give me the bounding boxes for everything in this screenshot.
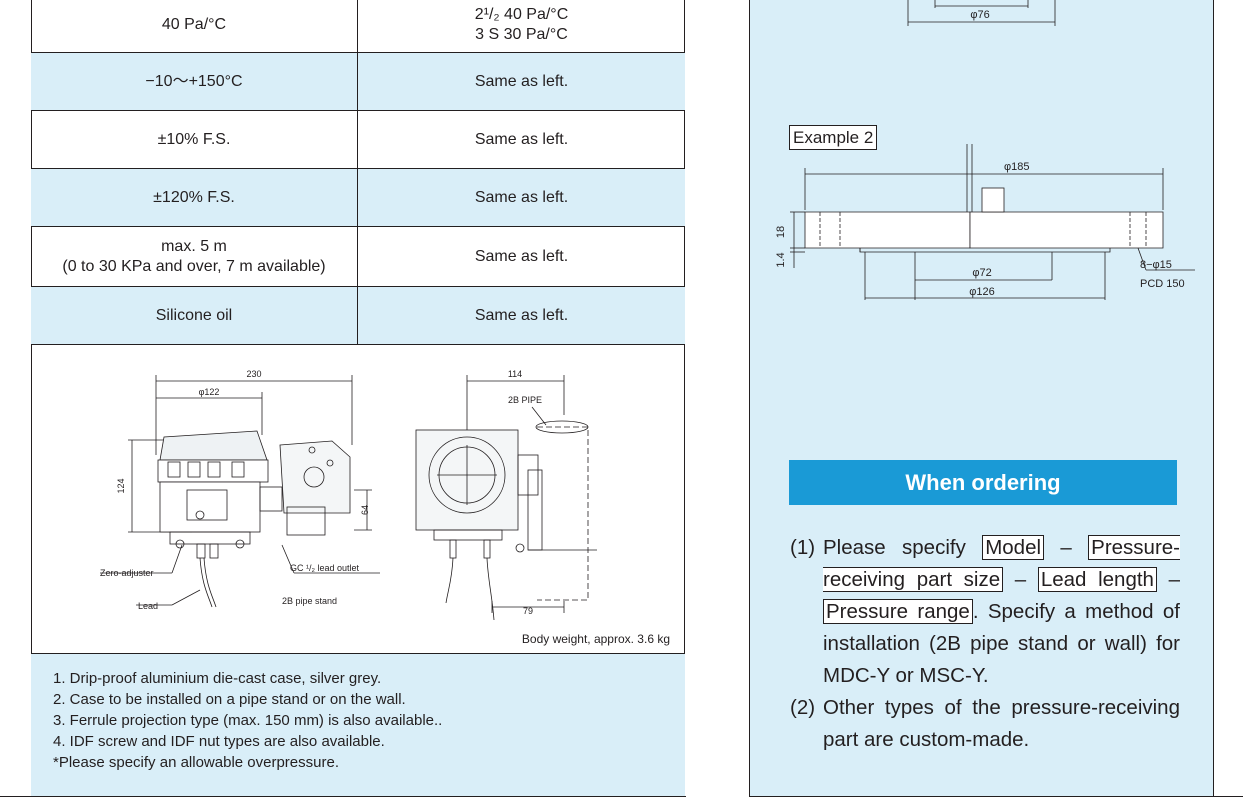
table-cell: −10～+150°C xyxy=(31,53,358,110)
dim-79: 79 xyxy=(523,606,533,616)
body-weight: Body weight, approx. 3.6 kg xyxy=(522,632,670,646)
example1-drawing: φ76 xyxy=(907,0,1056,26)
pcd-spec: PCD 150 xyxy=(1140,278,1185,290)
cell-line: 3 S 30 Pa/°C xyxy=(475,26,568,43)
dim-64: 64 xyxy=(360,505,370,515)
dimension-drawing: 230 φ122 124 64 114 2B PIPE 79 Zero-adju… xyxy=(100,369,670,646)
table-cell: Same as left. xyxy=(474,130,569,148)
table-cell: Same as left. xyxy=(474,247,569,265)
dim-18: 18 xyxy=(775,226,787,238)
dim-230: 230 xyxy=(246,369,261,379)
note-item: 3. Ferrule projection type (max. 150 mm)… xyxy=(53,712,443,729)
ordering-instructions: (1) Please specify Model – Pressure-rece… xyxy=(790,532,1181,756)
lead-length-box: Lead length xyxy=(1037,567,1157,592)
pressure-range-box: Pressure range xyxy=(823,599,973,624)
dim-114: 114 xyxy=(508,369,522,379)
table-row: Silicone oil Same as left. xyxy=(31,286,685,344)
table-cell: 2¹/₂ 40 Pa/°C 3 S 30 Pa/°C xyxy=(358,0,685,52)
dim-122: φ122 xyxy=(199,387,220,397)
item-text: Other types of the pressure-receiving pa… xyxy=(823,696,1180,751)
label-zero-adjuster: Zero-adjuster xyxy=(100,568,154,578)
label-pipe-stand: 2B pipe stand xyxy=(282,596,337,606)
item-number: (2) xyxy=(790,696,816,719)
item-number: (1) xyxy=(790,536,816,559)
table-cell: ±120% F.S. xyxy=(31,169,358,226)
table-row: −10～+150°C Same as left. xyxy=(31,52,685,110)
cell-line: 2¹/₂ 40 Pa/°C xyxy=(474,6,569,23)
item-body: Please specify Model – Pressure-receivin… xyxy=(823,535,1181,687)
divider xyxy=(0,796,686,797)
model-box: Model xyxy=(982,535,1045,560)
label-2b-pipe: 2B PIPE xyxy=(508,395,542,405)
note-item: *Please specify an allowable overpressur… xyxy=(53,754,339,771)
ordering-header: When ordering xyxy=(789,460,1177,505)
dim-72: φ72 xyxy=(972,267,991,279)
table-row: 40 Pa/°C 2¹/₂ 40 Pa/°C 3 S 30 Pa/°C xyxy=(31,0,685,52)
dim-126: φ126 xyxy=(969,286,995,298)
table-cell: ±10% F.S. xyxy=(31,111,358,168)
cell-line: max. 5 m xyxy=(161,237,227,255)
note-item: 4. IDF screw and IDF nut types are also … xyxy=(53,733,385,750)
dim-124: 124 xyxy=(116,478,126,493)
item-text: Please specify xyxy=(823,536,966,559)
table-row: ±10% F.S. Same as left. xyxy=(31,110,685,168)
table-cell: max. 5 m (0 to 30 KPa and over, 7 m avai… xyxy=(31,227,358,286)
divider xyxy=(749,796,1243,797)
dim-76: φ76 xyxy=(970,9,989,21)
label-lead: Lead xyxy=(138,601,158,611)
example2-drawing: φ185 18 1.4 φ72 φ126 8−φ15 PCD 150 xyxy=(775,144,1195,300)
example2-label: Example 2 xyxy=(789,125,878,150)
table-cell: Same as left. xyxy=(474,188,569,206)
table-row: max. 5 m (0 to 30 KPa and over, 7 m avai… xyxy=(31,226,685,286)
cell-line: (0 to 30 KPa and over, 7 m available) xyxy=(62,257,326,275)
note-item: 2. Case to be installed on a pipe stand … xyxy=(53,691,406,708)
ordering-item: (2) Other types of the pressure-receivin… xyxy=(790,692,1180,756)
label-gc-outlet: GC ¹/₂ lead outlet xyxy=(290,563,360,573)
note-item: 1. Drip-proof aluminium die-cast case, s… xyxy=(53,670,382,687)
table-cell: Silicone oil xyxy=(31,287,358,344)
table-cell: 40 Pa/°C xyxy=(31,0,358,52)
table-cell: Same as left. xyxy=(474,72,569,90)
drawing-row xyxy=(31,344,685,654)
ordering-item: (1) Please specify Model – Pressure-rece… xyxy=(790,532,1181,692)
dim-185: φ185 xyxy=(1004,161,1030,173)
holes-spec: 8−φ15 xyxy=(1140,259,1172,271)
item-text: . Specify a method of installation (2B p… xyxy=(823,600,1180,687)
notes-block: 1. Drip-proof aluminium die-cast case, s… xyxy=(31,653,685,796)
dim-14: 1.4 xyxy=(775,252,787,267)
table-cell: Same as left. xyxy=(474,306,569,324)
table-row: ±120% F.S. Same as left. xyxy=(31,168,685,226)
